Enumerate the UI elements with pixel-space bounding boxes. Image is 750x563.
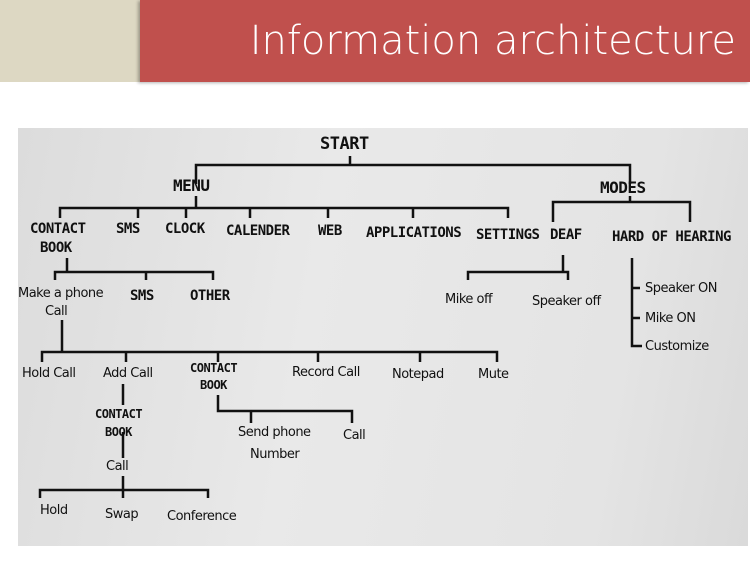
node-speaker-on: Speaker ON — [645, 281, 717, 296]
node-make-a-phone: Make a phone — [18, 286, 104, 301]
node-web: WEB — [318, 223, 342, 239]
node-calender: CALENDER — [226, 223, 290, 239]
connector-contact-book — [53, 258, 215, 280]
node-book: BOOK — [40, 240, 72, 256]
tree-connectors — [38, 156, 692, 498]
node-notepad: Notepad — [392, 367, 444, 382]
node-add-call-sub: Call — [106, 459, 129, 474]
node-cb-call: Call — [343, 428, 366, 443]
connector-call-contact-book — [216, 395, 354, 423]
slide-title: Information architecture — [249, 18, 736, 64]
node-conference: Conference — [167, 509, 237, 524]
header-bar: Information architecture — [140, 0, 750, 82]
node-swap: Swap — [105, 507, 139, 522]
node-sms-sub: SMS — [130, 288, 154, 304]
connector-modes — [551, 196, 692, 222]
node-settings: SETTINGS — [476, 227, 540, 243]
node-mute: Mute — [478, 367, 509, 382]
connector-menu — [58, 196, 510, 218]
node-record-call: Record Call — [292, 365, 360, 380]
node-call-book: BOOK — [200, 378, 227, 392]
node-add-book: BOOK — [105, 425, 132, 439]
node-speaker-off: Speaker off — [532, 294, 601, 309]
node-hold-call: Hold Call — [22, 366, 76, 381]
connector-call — [40, 320, 499, 362]
node-mike-on: Mike ON — [645, 311, 696, 326]
node-menu: MENU — [173, 176, 210, 195]
node-add-call: Add Call — [103, 366, 153, 381]
connector-deaf — [466, 255, 570, 280]
node-contact: CONTACT — [30, 221, 86, 237]
diagram-photo: START MENU MODES CONTACT BOOK SMS CLOCK … — [18, 128, 748, 546]
node-call-contact: CONTACT — [190, 361, 238, 375]
node-add-contact: CONTACT — [95, 407, 143, 421]
node-call: Call — [45, 304, 68, 319]
node-clock: CLOCK — [165, 221, 205, 237]
connector-add-call — [38, 384, 210, 498]
node-customize: Customize — [645, 339, 709, 354]
node-applications: APPLICATIONS — [366, 225, 462, 241]
node-hard-of-hearing: HARD OF HEARING — [612, 229, 731, 245]
node-deaf: DEAF — [550, 227, 582, 243]
connector-hard-of-hearing — [630, 258, 642, 348]
node-mike-off: Mike off — [445, 292, 493, 307]
node-modes: MODES — [600, 178, 646, 197]
node-number: Number — [250, 447, 300, 462]
header-accent-block — [0, 0, 140, 82]
node-other: OTHER — [190, 288, 230, 304]
node-sms: SMS — [116, 221, 140, 237]
connector-start — [194, 156, 632, 184]
node-send-phone: Send phone — [238, 425, 311, 440]
node-hold: Hold — [40, 503, 68, 518]
node-start: START — [320, 134, 369, 154]
